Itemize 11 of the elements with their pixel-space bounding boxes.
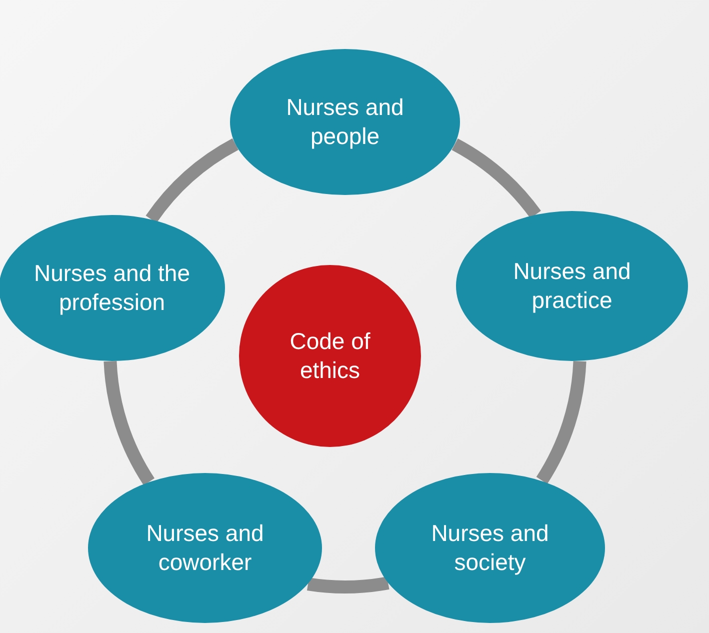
topic-ellipse: Nurses and society: [375, 473, 605, 623]
ring-connector: [146, 138, 239, 224]
center-circle: Code of ethics: [239, 265, 421, 447]
topic-ellipse: Nurses and the profession: [0, 215, 225, 361]
ring-connector: [307, 576, 390, 594]
topic-ellipse: Nurses and people: [230, 49, 460, 195]
topic-ellipse: Nurses and practice: [456, 211, 688, 361]
topic-ellipse: Nurses and coworker: [88, 473, 322, 623]
ring-connector: [536, 360, 586, 484]
ring-connector: [451, 138, 541, 219]
ring-connector: [104, 360, 155, 486]
